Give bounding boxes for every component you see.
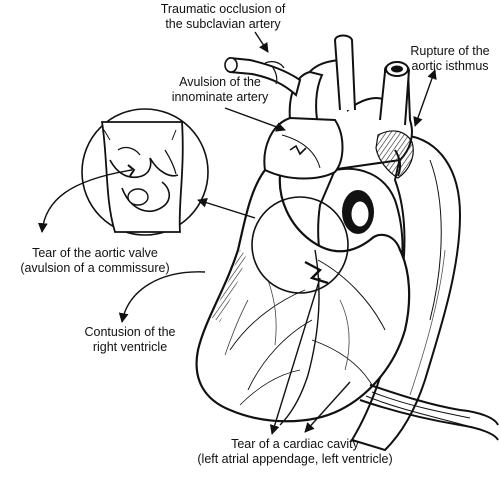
label-innominate-avulsion: Avulsion of the innominate artery — [140, 75, 300, 105]
label-valve-line2: (avulsion of a commissure) — [20, 261, 170, 275]
label-subclavian-occlusion: Traumatic occlusion of the subclavian ar… — [128, 2, 318, 32]
label-contusion-line1: Contusion of the — [84, 325, 176, 339]
label-contusion-line2: right ventricle — [92, 340, 168, 354]
label-valve-line1: Tear of the aortic valve — [32, 246, 158, 260]
arrow-valve-tear — [37, 169, 133, 233]
label-cavity-line2: (left atrial appendage, left ventricle) — [197, 452, 393, 466]
arrow-contusion — [118, 271, 206, 323]
arrow-cavity-1 — [269, 277, 321, 435]
label-cardiac-cavity-tear: Tear of a cardiac cavity (left atrial ap… — [170, 437, 420, 467]
label-subclavian-line1: Traumatic occlusion of — [160, 2, 286, 16]
label-ventricle-contusion: Contusion of the right ventricle — [60, 325, 200, 355]
label-cavity-line1: Tear of a cardiac cavity — [231, 437, 359, 451]
label-innominate-line1: Avulsion of the — [179, 75, 261, 89]
arrow-isthmus — [413, 69, 437, 127]
annotation-arrows — [37, 31, 437, 435]
arrow-subclavian — [254, 31, 269, 53]
aortic-valve-inset — [81, 108, 209, 236]
inferior-vessels — [359, 384, 499, 441]
label-isthmus-rupture: Rupture of the aortic isthmus — [395, 44, 500, 74]
label-subclavian-line2: the subclavian artery — [165, 17, 281, 31]
heart-body — [195, 116, 411, 426]
arrow-cavity-2 — [304, 381, 351, 433]
label-aortic-valve-tear: Tear of the aortic valve (avulsion of a … — [0, 246, 190, 276]
label-innominate-line2: innominate artery — [171, 90, 269, 104]
label-isthmus-line1: Rupture of the — [410, 44, 490, 58]
magnifier-circle — [251, 196, 349, 294]
arrow-innominate — [224, 107, 286, 132]
label-isthmus-line2: aortic isthmus — [411, 59, 489, 73]
arrow-valve-detail — [197, 197, 256, 219]
